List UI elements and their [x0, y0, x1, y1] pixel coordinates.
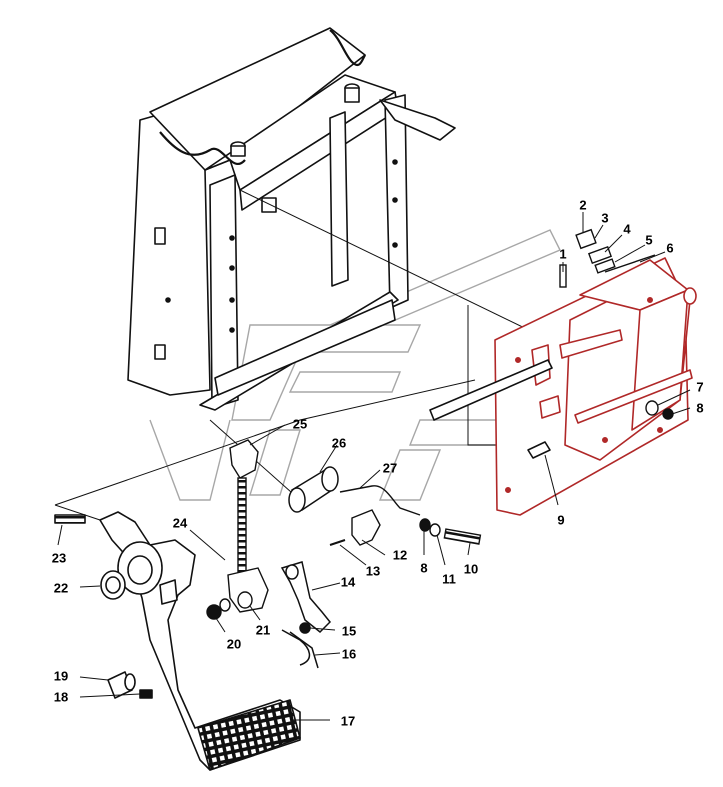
- callout-20: 20: [226, 636, 242, 652]
- callout-8-lower: 8: [420, 560, 428, 576]
- callout-3: 3: [601, 210, 609, 226]
- callout-9: 9: [557, 512, 565, 528]
- callout-4: 4: [623, 221, 631, 237]
- callout-6: 6: [666, 240, 674, 256]
- pedal-bracket-assembly: [429, 257, 697, 516]
- cab-frame: [127, 27, 456, 411]
- nut-washer-7-8: [645, 400, 674, 420]
- spring-rod-assembly: [206, 439, 269, 620]
- callout-22: 22: [53, 580, 69, 596]
- callout-8-right: 8: [696, 400, 704, 416]
- callout-14: 14: [340, 574, 356, 590]
- callout-11: 11: [442, 571, 456, 587]
- callout-27: 27: [382, 460, 398, 476]
- callout-leaders: [57, 212, 691, 721]
- callout-21: 21: [255, 622, 271, 638]
- callout-5: 5: [645, 232, 653, 248]
- callout-24: 24: [172, 515, 188, 531]
- callout-23: 23: [51, 550, 67, 566]
- cable-27: [329, 485, 421, 546]
- construction-lines: [54, 189, 571, 521]
- lever-14: [280, 561, 332, 669]
- callout-26: 26: [331, 435, 347, 451]
- callout-25: 25: [292, 416, 308, 432]
- bushing-26: [288, 466, 339, 513]
- callout-12: 12: [392, 547, 408, 563]
- callout-17: 17: [340, 713, 356, 729]
- spring-10-and-nuts: [419, 518, 482, 545]
- callout-19: 19: [53, 668, 69, 684]
- callout-1: 1: [559, 246, 567, 262]
- callout-15: 15: [341, 623, 357, 639]
- callout-16: 16: [341, 646, 357, 662]
- callout-13: 13: [365, 563, 381, 579]
- callout-18: 18: [53, 689, 69, 705]
- callout-7: 7: [696, 379, 704, 395]
- brake-pedal-lever: [54, 511, 301, 771]
- callout-10: 10: [463, 561, 479, 577]
- callout-2: 2: [579, 197, 587, 213]
